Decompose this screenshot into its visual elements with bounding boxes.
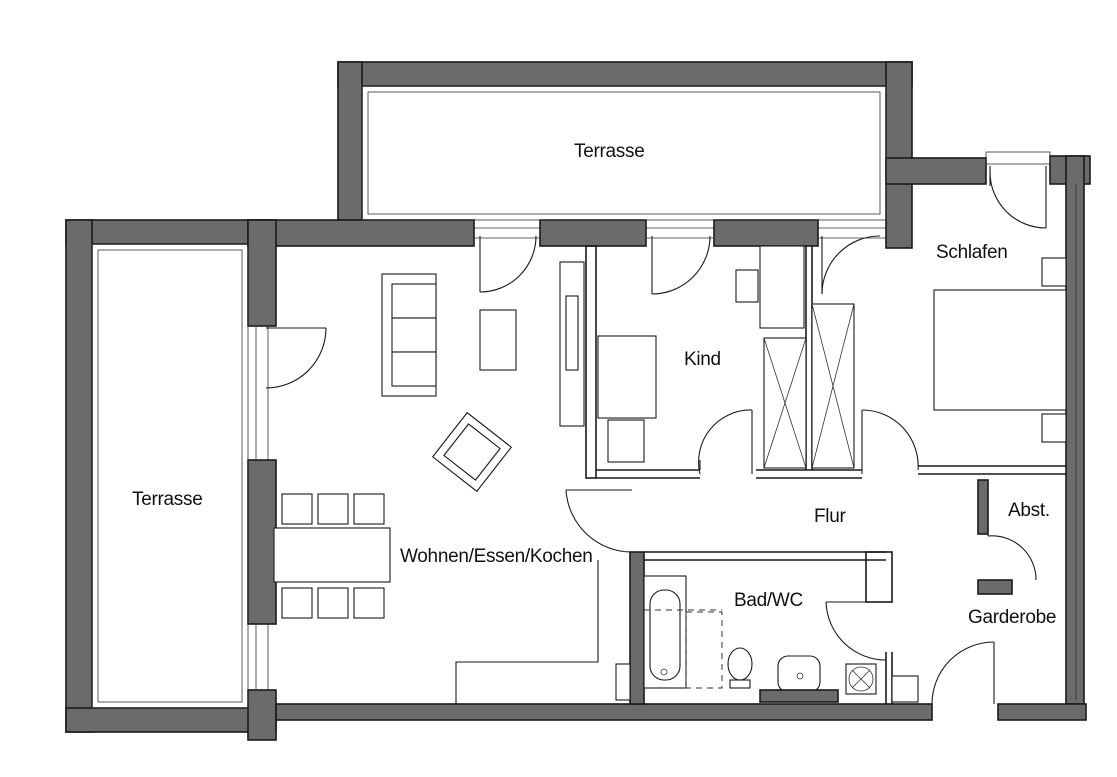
furniture (273, 245, 1067, 703)
dining-table (273, 527, 391, 583)
wardrobe (763, 303, 855, 469)
room-labels: Terrasse Terrasse Schlafen Kind Wohnen/E… (132, 141, 1056, 628)
label-terrace-left: Terrasse (132, 489, 202, 510)
bathroom-fixtures (615, 575, 919, 703)
doors (265, 166, 1047, 705)
label-living: Wohnen/Essen/Kochen (400, 546, 593, 567)
label-child-room: Kind (684, 349, 721, 370)
label-bathroom: Bad/WC (734, 590, 803, 611)
label-bedroom: Schlafen (936, 242, 1008, 263)
windows (91, 85, 1077, 709)
label-wardrobe: Garderobe (968, 607, 1056, 628)
interior-walls (455, 245, 1066, 704)
kid-bed (597, 335, 657, 419)
double-bed (933, 289, 1067, 411)
label-terrace-top: Terrasse (574, 141, 644, 162)
label-hall: Flur (814, 506, 846, 527)
sofa (381, 273, 437, 397)
dining-chairs (281, 493, 385, 619)
kid-desk (759, 245, 805, 329)
walls (65, 61, 1091, 741)
coffee-table (479, 309, 517, 371)
armchair (431, 411, 513, 493)
label-storage: Abst. (1008, 500, 1050, 521)
